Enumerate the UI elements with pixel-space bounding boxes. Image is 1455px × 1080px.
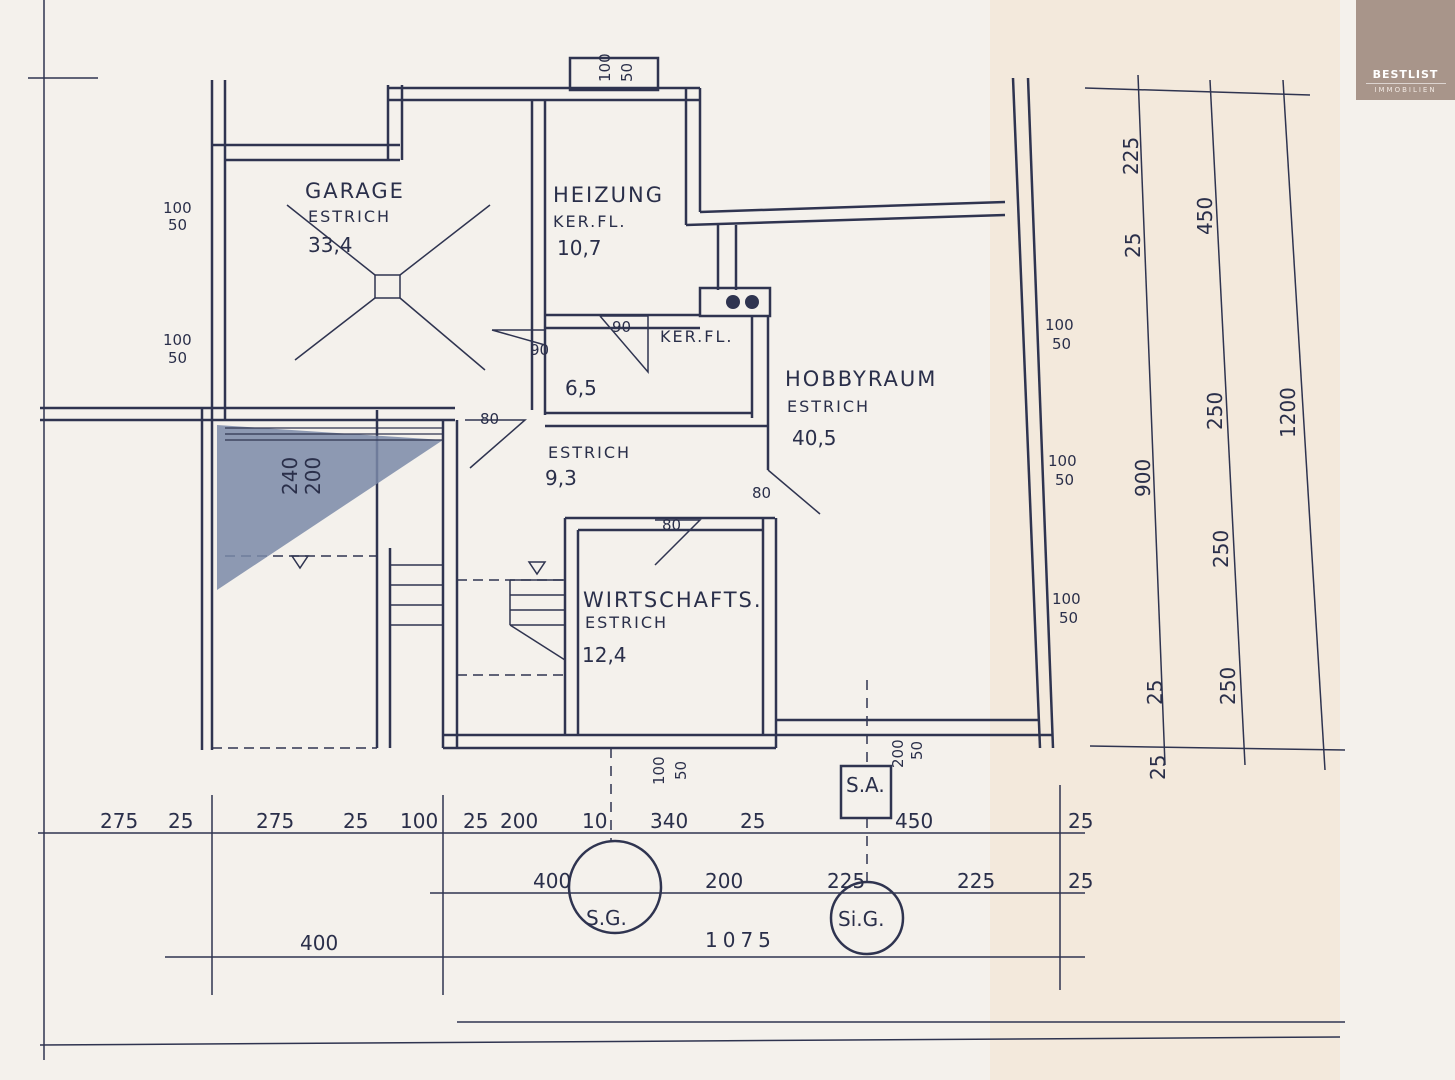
chimney-flue-2 bbox=[745, 295, 759, 309]
dim-right-inner-0: 225 bbox=[1119, 137, 1143, 175]
kerfl-floor: KER.FL. bbox=[660, 327, 733, 346]
dim-row2-2: 225 bbox=[827, 869, 865, 893]
hobby-window2-top: 100 bbox=[1048, 452, 1077, 470]
flur-area: 9,3 bbox=[545, 466, 577, 490]
kerfl-area: 6,5 bbox=[565, 376, 597, 400]
dim-right-inner-3: 25 bbox=[1146, 755, 1170, 780]
dim-row1-0: 275 bbox=[100, 809, 138, 833]
dim-row1-2: 275 bbox=[256, 809, 294, 833]
garage-name: GARAGE bbox=[305, 179, 405, 203]
hobby-window1-bottom: 50 bbox=[1052, 335, 1071, 353]
dim-row1-1: 25 bbox=[168, 809, 193, 833]
heizung-name: HEIZUNG bbox=[553, 183, 664, 207]
wirt-name: WIRTSCHAFTS. bbox=[583, 588, 763, 612]
logo-line1: BESTLIST bbox=[1372, 68, 1439, 81]
dim-row3-0: 400 bbox=[300, 931, 338, 955]
hobby-area: 40,5 bbox=[792, 426, 837, 450]
sig-label: Si.G. bbox=[838, 907, 884, 931]
hobby-window2-bottom: 50 bbox=[1055, 471, 1074, 489]
dim-right-inner-2: 25 bbox=[1143, 680, 1167, 705]
sa-window-bottom: 50 bbox=[908, 741, 926, 760]
garage-area: 33,4 bbox=[308, 233, 353, 257]
door-90b: 90 bbox=[612, 318, 631, 336]
dim-row1-6: 200 bbox=[500, 809, 538, 833]
heizung-window-bottom: 50 bbox=[618, 63, 636, 82]
dim-right-mid-1: 250 bbox=[1203, 392, 1227, 430]
dim-row2-4: 25 bbox=[1068, 869, 1093, 893]
door-80a: 80 bbox=[480, 410, 499, 428]
dim-row2-3: 225 bbox=[957, 869, 995, 893]
dim-right-mid-2: 250 bbox=[1209, 530, 1233, 568]
garage-window1-bottom: 50 bbox=[168, 216, 187, 234]
garage-window2-bottom: 50 bbox=[168, 349, 187, 367]
flur-floor: ESTRICH bbox=[548, 443, 631, 462]
sa-label: S.A. bbox=[846, 773, 885, 797]
dim-row1-7: 10 bbox=[582, 809, 607, 833]
dim-row1-5: 25 bbox=[463, 809, 488, 833]
dim-row3-1: 1075 bbox=[705, 928, 776, 952]
wirt-window-bottom: 50 bbox=[672, 761, 690, 780]
garage-floor: ESTRICH bbox=[308, 207, 391, 226]
wirt-floor: ESTRICH bbox=[585, 613, 668, 632]
dim-row2-0: 400 bbox=[533, 869, 571, 893]
stair-dim-240: 240 bbox=[278, 457, 302, 495]
logo-divider bbox=[1365, 83, 1446, 84]
stair-wedge bbox=[217, 425, 443, 590]
hobby-floor: ESTRICH bbox=[787, 397, 870, 416]
dim-right-mid-3: 250 bbox=[1216, 667, 1240, 705]
dim-row1-4: 100 bbox=[400, 809, 438, 833]
hobby-window3-bottom: 50 bbox=[1059, 609, 1078, 627]
dim-row1-8: 340 bbox=[650, 809, 688, 833]
dim-right-total: 1200 bbox=[1276, 387, 1300, 438]
dim-row2-1: 200 bbox=[705, 869, 743, 893]
heizung-floor: KER.FL. bbox=[553, 212, 626, 231]
dim-row1-9: 25 bbox=[740, 809, 765, 833]
dim-row1-10: 450 bbox=[895, 809, 933, 833]
heizung-area: 10,7 bbox=[557, 236, 602, 260]
door-80b: 80 bbox=[752, 484, 771, 502]
wirt-window-top: 100 bbox=[650, 756, 668, 785]
wirt-area: 12,4 bbox=[582, 643, 627, 667]
logo-line2: IMMOBILIEN bbox=[1374, 86, 1437, 94]
dim-right-900: 900 bbox=[1131, 459, 1155, 497]
bestlist-logo: BESTLIST IMMOBILIEN bbox=[1356, 0, 1455, 100]
chimney-flue-1 bbox=[726, 295, 740, 309]
dim-row1-3: 25 bbox=[343, 809, 368, 833]
garage-window1-top: 100 bbox=[163, 199, 192, 217]
hobby-name: HOBBYRAUM bbox=[785, 367, 937, 391]
dim-right-mid-0: 450 bbox=[1193, 197, 1217, 235]
dim-row1-11: 25 bbox=[1068, 809, 1093, 833]
walls bbox=[28, 0, 1346, 1060]
door-90a: 90 bbox=[530, 341, 549, 359]
sg-label: S.G. bbox=[586, 906, 627, 930]
hobby-window1-top: 100 bbox=[1045, 316, 1074, 334]
hobby-window3-top: 100 bbox=[1052, 590, 1081, 608]
stair-dim-200: 200 bbox=[301, 457, 325, 495]
garage-window2-top: 100 bbox=[163, 331, 192, 349]
heizung-window-top: 100 bbox=[596, 53, 614, 82]
door-80c: 80 bbox=[662, 516, 681, 534]
dim-right-inner-1: 25 bbox=[1121, 233, 1145, 258]
sa-window-top: 200 bbox=[889, 739, 907, 768]
